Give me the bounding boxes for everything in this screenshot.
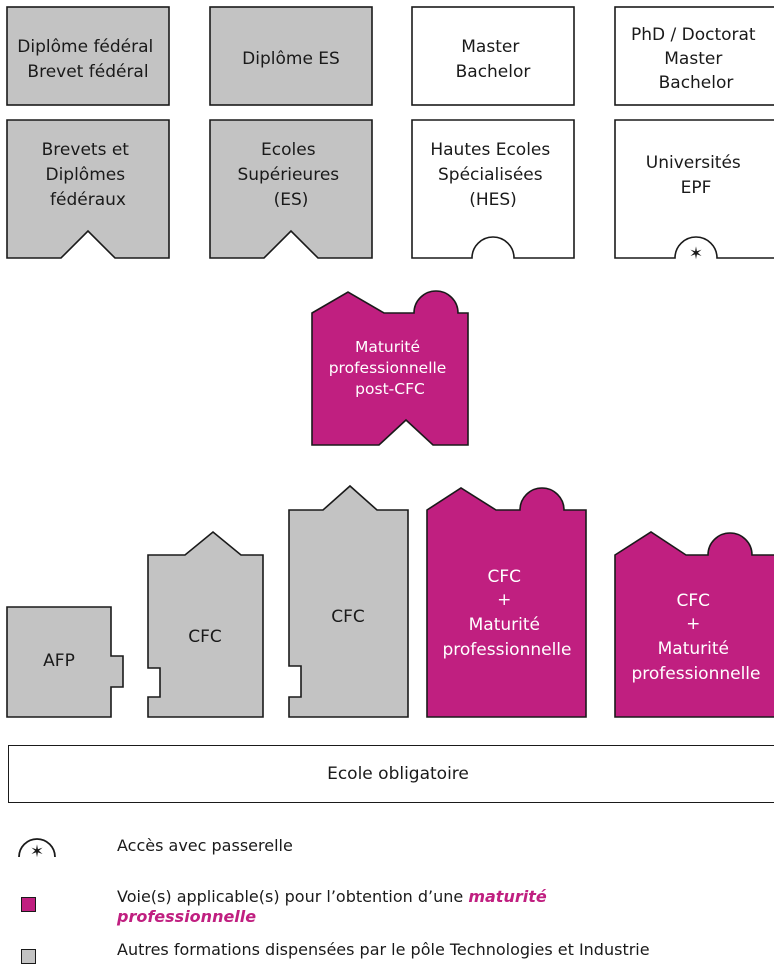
label-line: Brevets et	[42, 140, 130, 160]
svg-text:CFC: CFC	[331, 607, 365, 627]
box-cfc-2: CFC	[288, 484, 409, 718]
label-line: Maturité	[658, 639, 729, 659]
label-line: post-CFC	[355, 380, 425, 398]
label-line: Master	[461, 37, 519, 57]
svg-text:AFP: AFP	[43, 651, 75, 671]
legend-maturite-prefix: Voie(s) applicable(s) pour l’obtention d…	[117, 887, 469, 906]
label-line: +	[686, 614, 700, 634]
svg-text:Universités EPF: Universités EPF	[646, 153, 746, 198]
ecole-obligatoire-box: Ecole obligatoire	[8, 745, 774, 803]
label-line: Diplôme fédéral	[17, 37, 153, 57]
label-line: EPF	[681, 178, 712, 198]
label-line: Supérieures	[237, 165, 339, 185]
svg-text:Ecoles Supérieures: Ecoles Supérieures (ES)	[237, 140, 344, 210]
box-universites-epf: Universités EPF ✶	[614, 119, 774, 264]
box-brevets-diplomes-federaux: Brevets et Diplômes fédéraux	[6, 119, 170, 259]
svg-text:CFC: CFC	[188, 627, 222, 647]
box-afp: AFP	[6, 606, 124, 718]
label-line: Brevet fédéral	[27, 62, 148, 82]
label-line: CFC	[488, 567, 522, 587]
box-master-bachelor: Master Bachelor	[411, 6, 575, 106]
svg-text:Diplôme fédéral Brevet f: Diplôme fédéral Brevet fédéral	[17, 37, 158, 82]
label-line: Bachelor	[659, 73, 734, 93]
box-cfc-1: CFC	[147, 530, 264, 718]
passerelle-icon: ✶	[18, 838, 56, 862]
box-cfc-maturite-1: CFC + Maturité professionnelle	[426, 487, 587, 718]
label-line: (HES)	[469, 190, 517, 210]
label-line: Universités	[646, 153, 741, 173]
label-line: professionnelle	[631, 664, 760, 684]
label-line: Diplômes	[45, 165, 125, 185]
svg-text:Brevets et Diplômes: Brevets et Diplômes fédéraux	[42, 140, 135, 210]
label-line: Ecoles	[261, 140, 316, 160]
label-line: CFC	[331, 607, 365, 627]
svg-text:Diplôme ES: Diplôme ES	[242, 49, 340, 69]
legend-autres-text: Autres formations dispensées par le pôle…	[117, 940, 650, 959]
legend-maturite-emphasis-1: maturité	[468, 887, 547, 906]
svg-text:✶: ✶	[30, 842, 44, 862]
box-cfc-maturite-2: CFC + Maturité professionnelle	[614, 531, 774, 718]
label-line: PhD / Doctorat	[631, 25, 756, 45]
label-line: Master	[664, 49, 722, 69]
label-line: AFP	[43, 651, 75, 671]
legend-passerelle-text: Accès avec passerelle	[117, 836, 293, 855]
label-line: (ES)	[274, 190, 309, 210]
label-line: Hautes Ecoles	[430, 140, 550, 160]
box-phd-master-bachelor: PhD / Doctorat Master Bachelor	[614, 6, 774, 106]
gray-swatch	[21, 949, 36, 964]
label-line: CFC	[677, 591, 711, 611]
star-icon: ✶	[689, 244, 703, 264]
label-line: professionnelle	[329, 359, 447, 377]
label-line: Maturité	[469, 615, 540, 635]
label-line: CFC	[188, 627, 222, 647]
box-diplome-federal: Diplôme fédéral Brevet fédéral	[6, 6, 170, 106]
box-ecoles-superieures: Ecoles Supérieures (ES)	[209, 119, 373, 259]
ecole-obligatoire-label: Ecole obligatoire	[327, 764, 469, 784]
box-diplome-es: Diplôme ES	[209, 6, 373, 106]
svg-text:CFC + Maturité: CFC + Maturité professionnelle	[442, 567, 571, 660]
legend-maturite-text: Voie(s) applicable(s) pour l’obtention d…	[117, 887, 547, 927]
box-maturite-post-cfc: Maturité professionnelle post-CFC	[311, 290, 469, 446]
svg-text:Hautes Ecoles Spécialisé: Hautes Ecoles Spécialisées (HES)	[430, 140, 555, 210]
svg-text:CFC + Maturité: CFC + Maturité professionnelle	[631, 591, 760, 684]
svg-text:Master Bachelor: Master Bachelor	[456, 37, 531, 82]
label-line: professionnelle	[442, 640, 571, 660]
magenta-swatch	[21, 897, 36, 912]
label-line: +	[497, 590, 511, 610]
label-line: Diplôme ES	[242, 49, 340, 69]
legend-maturite-emphasis-2: professionnelle	[117, 907, 257, 926]
label-line: Spécialisées	[438, 165, 543, 185]
label-line: Bachelor	[456, 62, 531, 82]
svg-text:PhD / Doctorat Master: PhD / Doctorat Master Bachelor	[631, 25, 761, 93]
box-hautes-ecoles-specialisees: Hautes Ecoles Spécialisées (HES)	[411, 119, 575, 259]
svg-text:Maturité professionnelle: Maturité professionnelle post-CFC	[329, 338, 452, 398]
label-line: Maturité	[355, 338, 420, 356]
label-line: fédéraux	[50, 190, 126, 210]
